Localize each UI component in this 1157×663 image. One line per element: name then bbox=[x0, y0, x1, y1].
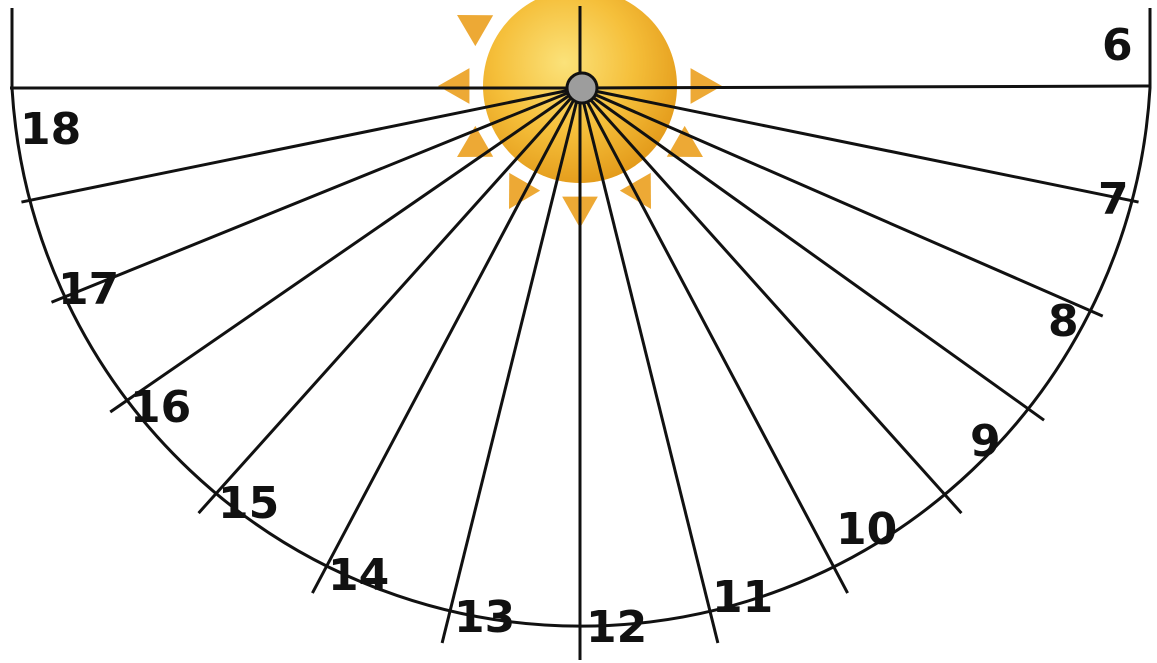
hour-label-11: 11 bbox=[712, 572, 773, 623]
hour-label-17: 17 bbox=[58, 264, 119, 315]
hour-label-9: 9 bbox=[970, 416, 1001, 467]
hour-label-13: 13 bbox=[454, 592, 515, 643]
gnomon-pin-icon bbox=[567, 73, 597, 103]
hour-label-7: 7 bbox=[1098, 174, 1129, 225]
hour-label-16: 16 bbox=[130, 382, 191, 433]
hour-line bbox=[580, 86, 1150, 88]
hour-label-6: 6 bbox=[1102, 20, 1133, 71]
hour-label-15: 15 bbox=[218, 478, 279, 529]
hour-label-10: 10 bbox=[836, 504, 897, 555]
hour-label-12: 12 bbox=[586, 602, 647, 653]
hour-label-8: 8 bbox=[1048, 296, 1079, 347]
hour-label-18: 18 bbox=[20, 104, 81, 155]
hour-label-14: 14 bbox=[328, 550, 389, 601]
